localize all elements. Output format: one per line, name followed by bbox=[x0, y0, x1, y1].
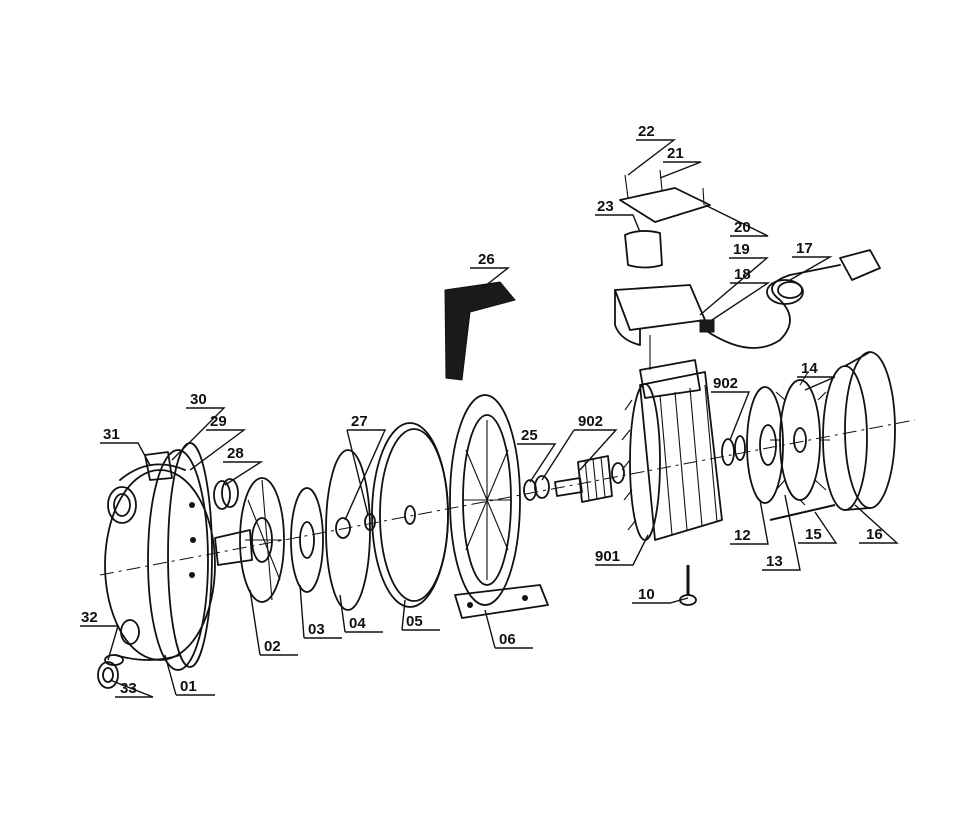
label-12: 12 bbox=[734, 527, 751, 544]
callout-labels: 01 02 03 04 05 06 32 33 31 30 29 28 27 2… bbox=[81, 123, 883, 697]
label-22: 22 bbox=[638, 123, 655, 140]
label-20: 20 bbox=[734, 219, 751, 236]
washer-25 bbox=[523, 479, 537, 501]
label-16: 16 bbox=[866, 526, 883, 543]
cooling-fan bbox=[770, 371, 830, 506]
drain-plug bbox=[97, 654, 124, 689]
shaft-axis bbox=[99, 419, 916, 576]
callout-leaders bbox=[80, 139, 899, 698]
label-902-right: 902 bbox=[713, 375, 738, 392]
label-18: 18 bbox=[734, 266, 751, 283]
label-27: 27 bbox=[351, 413, 368, 430]
pump-housing bbox=[104, 442, 216, 671]
label-19: 19 bbox=[733, 241, 750, 258]
carry-handle bbox=[444, 281, 516, 381]
label-21: 21 bbox=[667, 145, 684, 162]
power-cable bbox=[699, 249, 881, 349]
label-02: 02 bbox=[264, 638, 281, 655]
motor-bracket bbox=[449, 394, 549, 619]
label-13: 13 bbox=[766, 553, 783, 570]
label-04: 04 bbox=[349, 615, 366, 632]
label-14: 14 bbox=[801, 360, 818, 377]
label-10: 10 bbox=[638, 586, 655, 603]
seal-ring bbox=[325, 449, 376, 611]
label-26: 26 bbox=[478, 251, 495, 268]
label-23: 23 bbox=[597, 198, 614, 215]
terminal-box bbox=[614, 169, 711, 370]
long-screw bbox=[769, 504, 836, 521]
label-15: 15 bbox=[805, 526, 822, 543]
end-shield bbox=[746, 386, 784, 504]
label-28: 28 bbox=[227, 445, 244, 462]
label-31: 31 bbox=[103, 426, 120, 443]
label-902-left: 902 bbox=[578, 413, 603, 430]
label-30: 30 bbox=[190, 391, 207, 408]
o-ring-28 bbox=[213, 478, 239, 510]
motor-stator bbox=[621, 359, 723, 541]
bearing-right bbox=[721, 435, 746, 466]
label-17: 17 bbox=[796, 240, 813, 257]
diffuser bbox=[214, 477, 285, 603]
label-01: 01 bbox=[180, 678, 197, 695]
cover-plate bbox=[371, 422, 449, 608]
rotor-assembly bbox=[534, 455, 625, 503]
label-05: 05 bbox=[406, 613, 423, 630]
label-06: 06 bbox=[499, 631, 516, 648]
label-25: 25 bbox=[521, 427, 538, 444]
impeller bbox=[290, 487, 324, 593]
label-29: 29 bbox=[210, 413, 227, 430]
label-03: 03 bbox=[308, 621, 325, 638]
label-32: 32 bbox=[81, 609, 98, 626]
label-33: 33 bbox=[120, 680, 137, 697]
label-901: 901 bbox=[595, 548, 620, 565]
fan-cover bbox=[822, 351, 896, 511]
